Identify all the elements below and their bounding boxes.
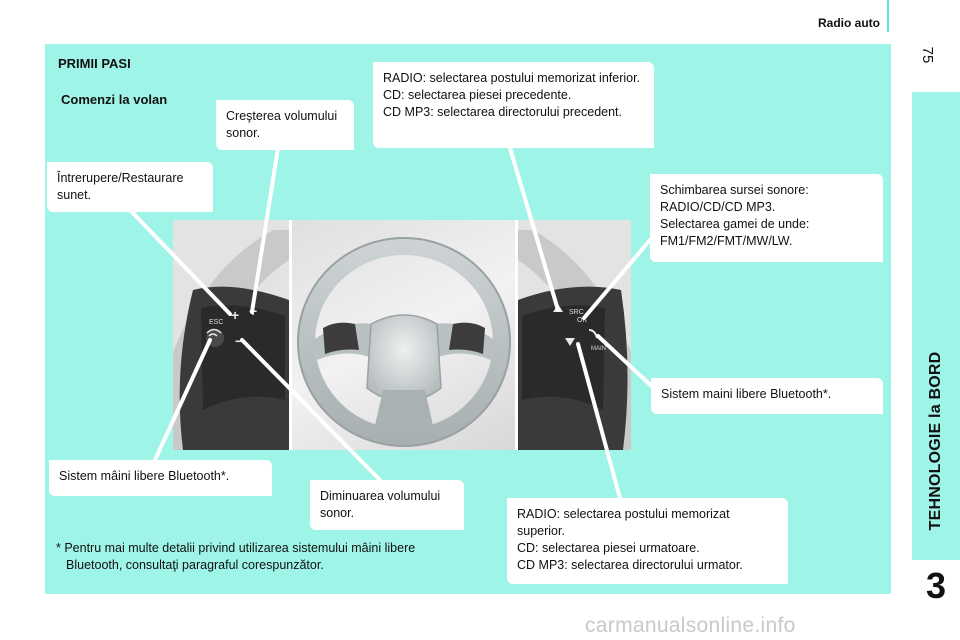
- callout-volume-up-text: Creşterea volumului sonor.: [226, 109, 338, 140]
- footnote-line1: * Pentru mai multe detalii privind utili…: [56, 541, 416, 555]
- panel-subtitle: Comenzi la volan: [61, 92, 168, 107]
- callout-source: Schimbarea sursei sonore: RADIO/CD/CD MP…: [650, 174, 883, 262]
- callout-bluetooth-right-text: Sistem maini libere Bluetooth*.: [661, 387, 832, 401]
- down-arrow-icon: [565, 338, 575, 346]
- bluetooth-phone-icon-left: [206, 328, 222, 337]
- steering-wheel-illustration: ESC + + − SRC OK MAIN: [173, 220, 631, 450]
- side-section-label-text: TEHNOLOGIE la BORD: [927, 351, 944, 531]
- callout-volume-down-text: Diminuarea volumului sonor.: [320, 489, 441, 520]
- callout-bluetooth-left: Sistem mâini libere Bluetooth*.: [49, 460, 272, 496]
- page-number: 75: [919, 46, 936, 64]
- callout-radio-next-line1: RADIO: selectarea postului memorizat sup…: [517, 507, 730, 538]
- esc-button-label: ESC: [209, 319, 223, 326]
- src-button-label: SRC: [569, 309, 584, 316]
- main-button-label: MAIN: [591, 346, 606, 352]
- steering-wheel-photo: ESC + + − SRC OK MAIN: [173, 220, 631, 450]
- callout-mute: Întrerupere/Restaurare sunet.: [47, 162, 213, 212]
- footnote: * Pentru mai multe detalii privind utili…: [56, 540, 486, 574]
- callout-bluetooth-right: Sistem maini libere Bluetooth*.: [651, 378, 883, 414]
- volume-down-icon: −: [235, 333, 243, 349]
- callout-source-line2: Selectarea gamei de unde: FM1/FM2/FMT/MW…: [660, 217, 810, 248]
- callout-mute-text: Întrerupere/Restaurare sunet.: [57, 171, 184, 202]
- callout-radio-previous-line3: CD MP3: selectarea directorului preceden…: [383, 105, 623, 119]
- volume-up-icon: +: [231, 307, 239, 323]
- volume-up-icon-2: +: [249, 303, 257, 319]
- right-control-closeup: SRC OK MAIN: [518, 220, 631, 450]
- callout-source-line1: Schimbarea sursei sonore: RADIO/CD/CD MP…: [660, 183, 809, 214]
- callout-radio-previous-line2: CD: selectarea piesei precedente.: [383, 88, 572, 102]
- callout-radio-previous-line1: RADIO: selectarea postului memorizat inf…: [383, 71, 641, 85]
- callout-radio-next-line2: CD: selectarea piesei urmatoare.: [517, 541, 700, 555]
- watermark: carmanualsonline.info: [585, 614, 796, 637]
- section-number: 3: [925, 565, 947, 606]
- callout-bluetooth-left-text: Sistem mâini libere Bluetooth*.: [59, 469, 230, 483]
- header-divider: [887, 0, 889, 32]
- callout-volume-down: Diminuarea volumului sonor.: [310, 480, 464, 530]
- callout-volume-up: Creşterea volumului sonor.: [216, 100, 354, 150]
- side-band: [912, 92, 960, 560]
- left-control-closeup: ESC + + −: [173, 220, 289, 450]
- ok-button-label: OK: [577, 317, 587, 324]
- header-title: Radio auto: [818, 16, 880, 30]
- footnote-line2: Bluetooth, consultaţi paragraful corespu…: [66, 558, 324, 572]
- panel-title: PRIMII PASI: [58, 56, 131, 71]
- callout-radio-next: RADIO: selectarea postului memorizat sup…: [507, 498, 788, 584]
- callout-radio-next-line3: CD MP3: selectarea directorului urmator.: [517, 558, 743, 572]
- callout-radio-previous: RADIO: selectarea postului memorizat inf…: [373, 62, 654, 148]
